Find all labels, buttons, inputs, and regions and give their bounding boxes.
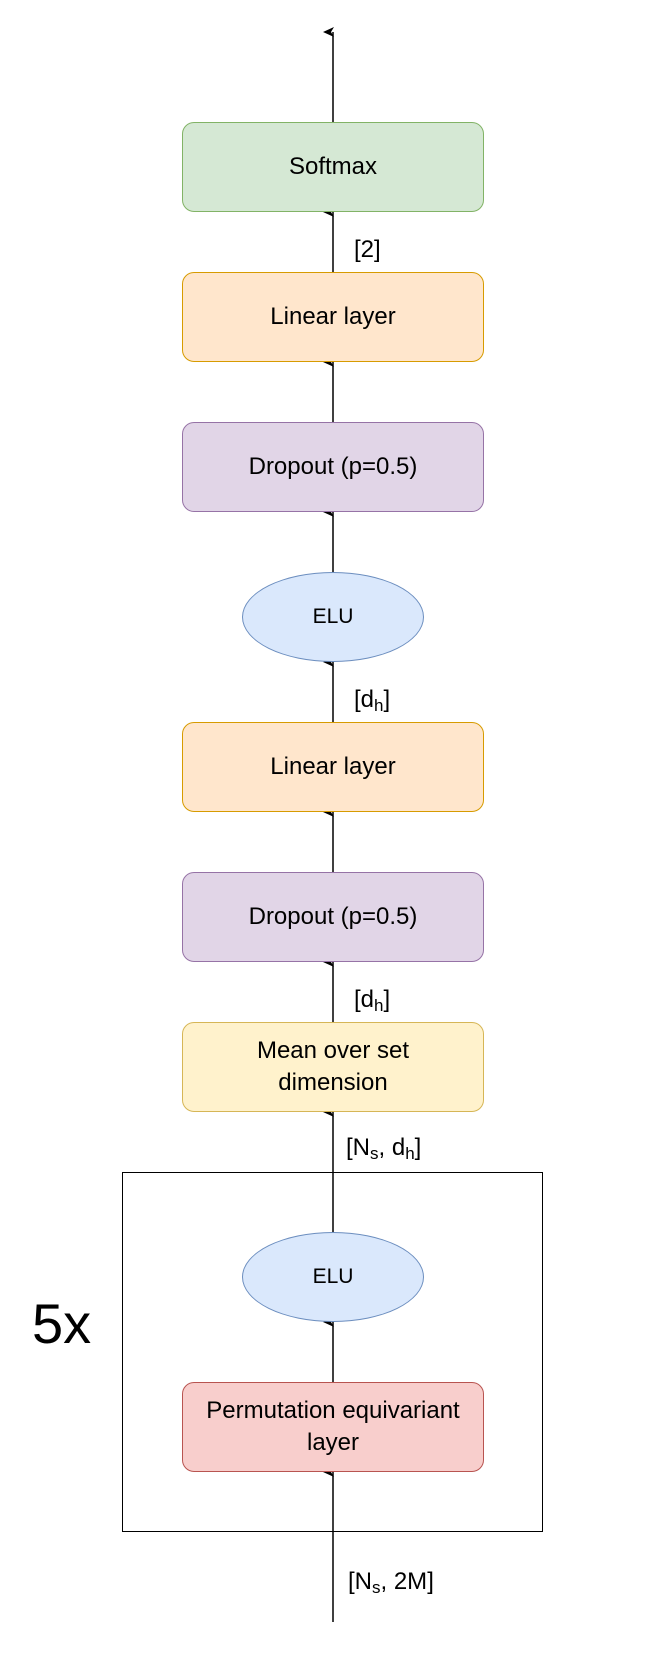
dropout-mid-node: Dropout (p=0.5) [182,872,484,962]
repeat-group-frame [122,1172,543,1532]
edge-label-set-hidden-sub1: s [370,1144,379,1163]
edge-label-set-hidden-mid: , d [378,1134,406,1161]
linear-layer-top-label: Linear layer [270,303,396,330]
linear-layer-top-node: Linear layer [182,272,484,362]
edge-label-hidden-dim-1-sub: h [374,696,384,715]
linear-layer-mid-node: Linear layer [182,722,484,812]
edge-label-output-dim-text: [2] [354,236,381,263]
edge-label-set-hidden: [Ns, dh] [346,1134,421,1162]
perm-label-line1: Permutation equivariant [206,1397,460,1424]
edge-label-hidden-dim-2-base: [d [354,986,375,1013]
edge-label-set-hidden-close: ] [414,1134,422,1161]
elu-top-node: ELU [242,572,424,662]
edge-label-input-close: ] [427,1568,434,1595]
edge-label-hidden-dim-2-sub: h [374,996,384,1015]
softmax-label: Softmax [288,153,378,180]
edge-label-output-dim: [2] [354,236,381,264]
edge-label-input-mid: , 2M [380,1568,428,1595]
mean-over-set-node: Mean over set dimension [182,1022,484,1112]
edge-label-input-base1: [N [348,1568,372,1595]
dropout-top-node: Dropout (p=0.5) [182,422,484,512]
permutation-equivariant-node: Permutation equivariant layer [182,1382,484,1472]
edge-label-set-hidden-sub2: h [405,1144,415,1163]
linear-layer-mid-label: Linear layer [270,753,396,780]
elu-bottom-label: ELU [312,1265,354,1288]
edge-label-hidden-dim-1-close: ] [383,686,391,713]
elu-top-label: ELU [312,605,354,628]
mean-over-set-label-line1: Mean over set [256,1037,410,1064]
edge-label-hidden-dim-2-close: ] [383,986,391,1013]
edge-label-hidden-dim-1-base: [d [354,686,375,713]
edge-label-hidden-dim-2: [dh] [354,986,390,1014]
edge-label-input: [Ns, 2M] [348,1568,434,1596]
edge-label-set-hidden-base1: [N [346,1134,370,1161]
perm-label-line2: layer [306,1429,360,1456]
dropout-top-label: Dropout (p=0.5) [248,453,418,480]
elu-bottom-node: ELU [242,1232,424,1322]
repeat-count-label: 5x [32,1292,92,1355]
softmax-node: Softmax [182,122,484,212]
mean-over-set-label-line2: dimension [278,1069,388,1096]
edge-label-input-sub1: s [372,1578,381,1597]
dropout-mid-label: Dropout (p=0.5) [248,903,418,930]
edge-label-hidden-dim-1: [dh] [354,686,390,714]
